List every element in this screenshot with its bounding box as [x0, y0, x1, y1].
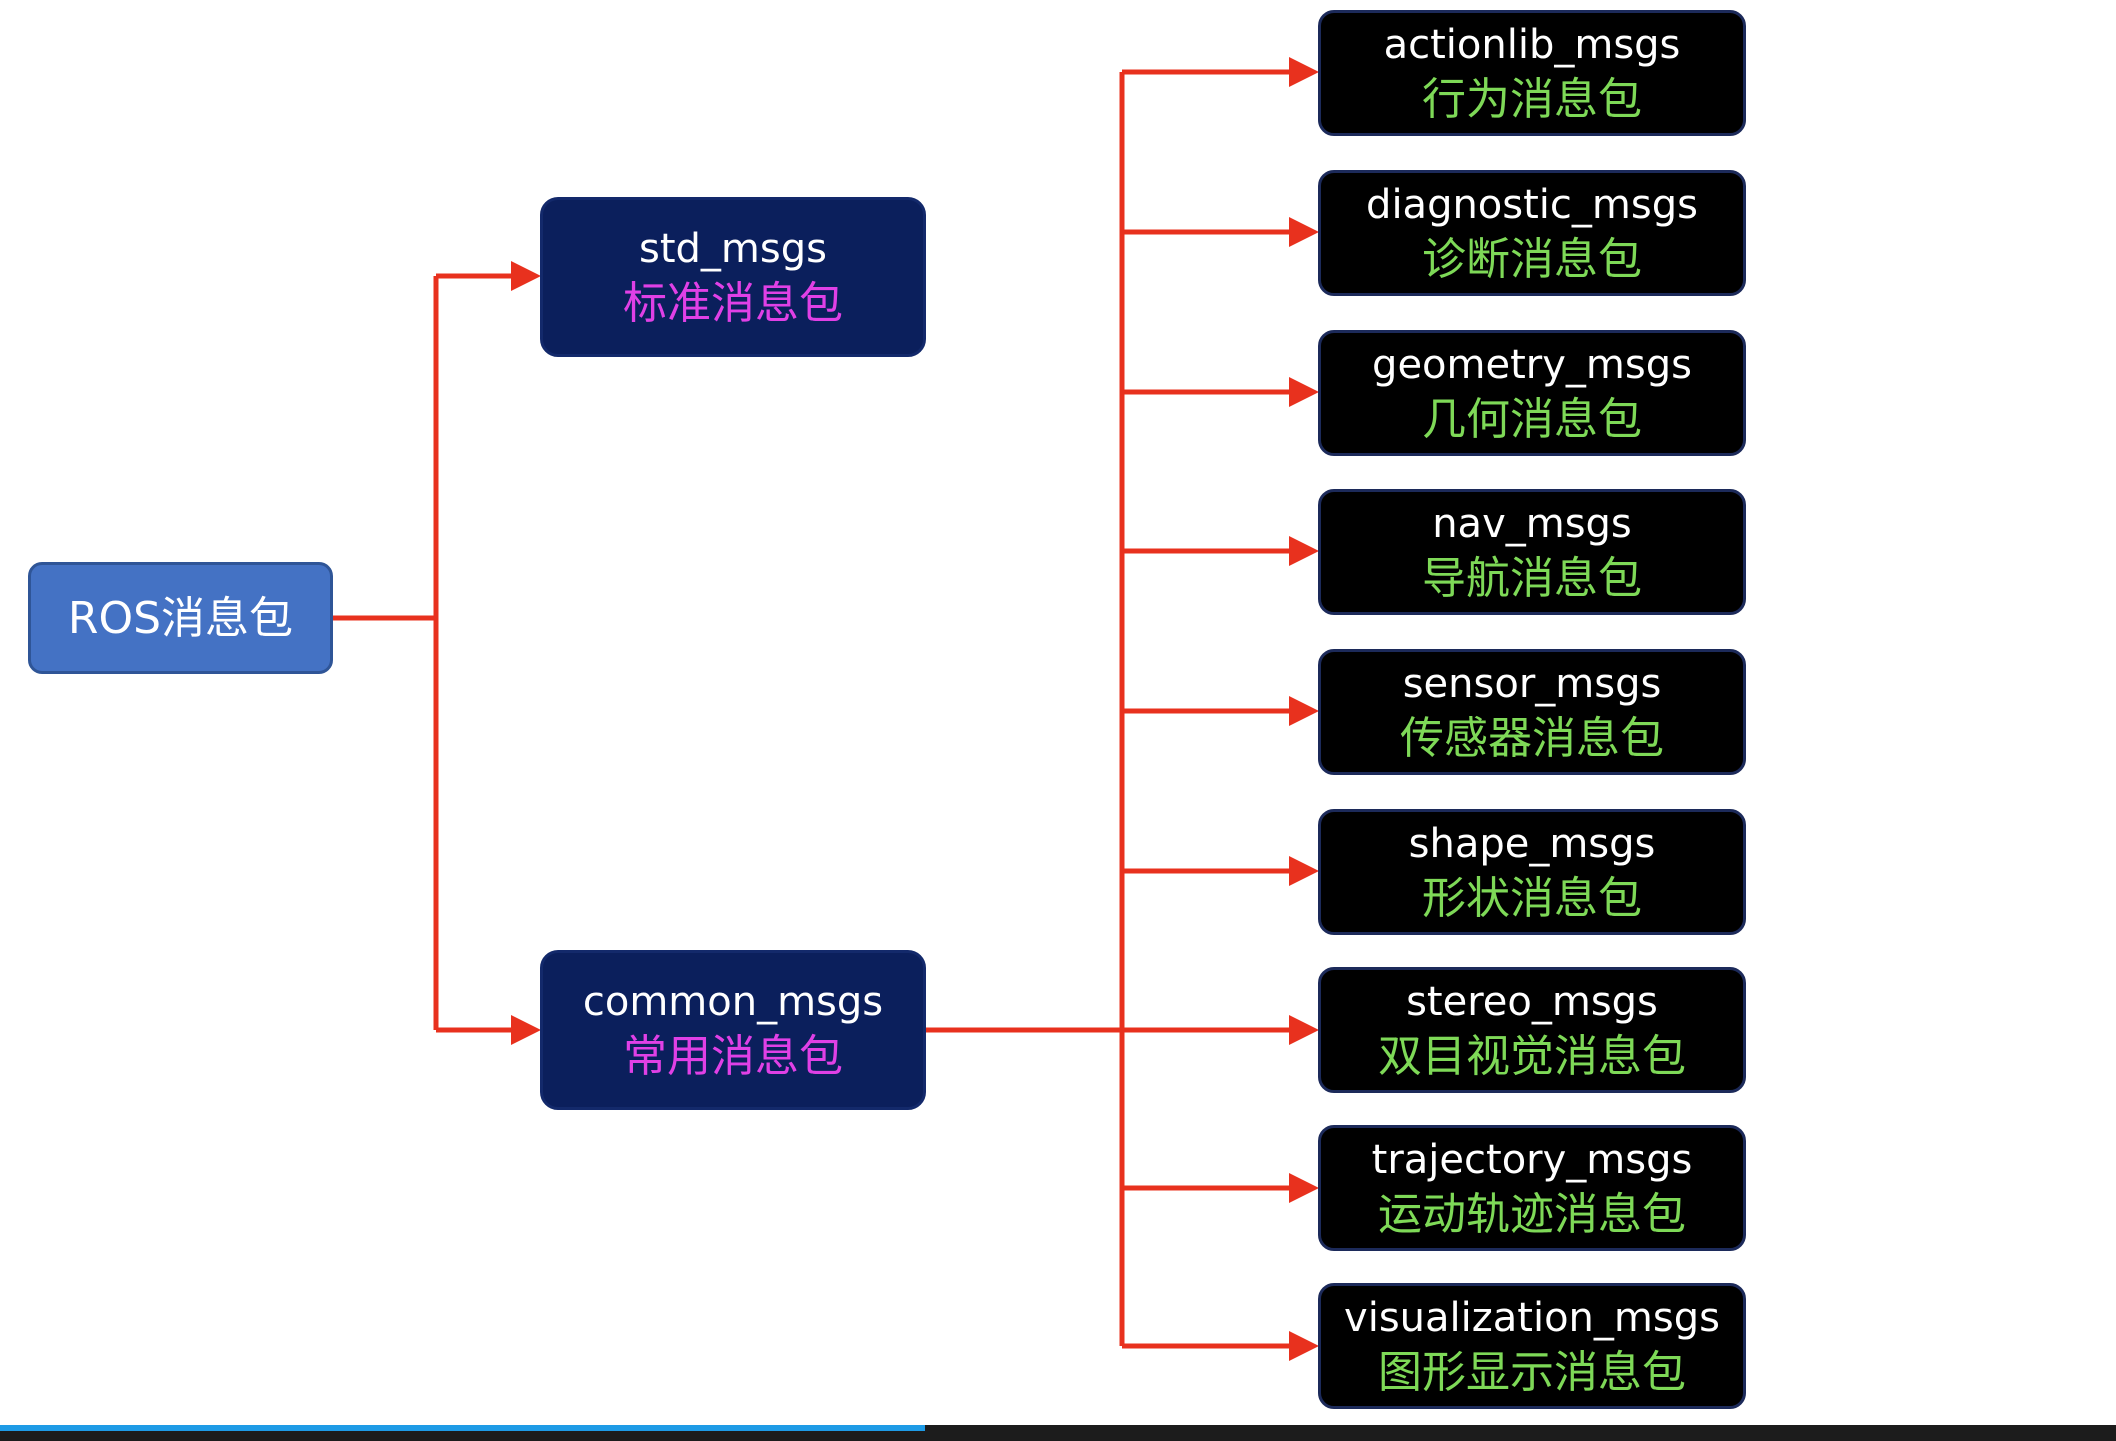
leaf-node-diagnostic-msgs: diagnostic_msgs 诊断消息包	[1318, 170, 1746, 296]
leaf-node-subtitle: 图形显示消息包	[1378, 1346, 1686, 1398]
leaf-node-subtitle: 几何消息包	[1422, 393, 1642, 445]
leaf-node-subtitle: 导航消息包	[1422, 552, 1642, 604]
branch-node-title: std_msgs	[639, 225, 827, 272]
leaf-node-stereo-msgs: stereo_msgs 双目视觉消息包	[1318, 967, 1746, 1093]
branch-node-subtitle: 标准消息包	[623, 277, 843, 329]
branch-node-subtitle: 常用消息包	[623, 1030, 843, 1082]
leaf-node-geometry-msgs: geometry_msgs 几何消息包	[1318, 330, 1746, 456]
video-progress-fill	[0, 1425, 925, 1431]
branch-node-common-msgs: common_msgs 常用消息包	[540, 950, 926, 1110]
leaf-node-title: nav_msgs	[1432, 500, 1632, 547]
leaf-node-title: trajectory_msgs	[1371, 1136, 1693, 1183]
leaf-node-subtitle: 形状消息包	[1422, 872, 1642, 924]
leaf-node-title: diagnostic_msgs	[1366, 181, 1698, 228]
root-node-label: ROS消息包	[67, 592, 294, 644]
leaf-node-subtitle: 运动轨迹消息包	[1378, 1188, 1686, 1240]
branch-node-title: common_msgs	[582, 978, 884, 1025]
leaf-node-title: geometry_msgs	[1372, 341, 1692, 388]
branch-node-std-msgs: std_msgs 标准消息包	[540, 197, 926, 357]
video-progress-bar[interactable]	[0, 1425, 2116, 1441]
leaf-node-subtitle: 诊断消息包	[1422, 233, 1642, 285]
root-node: ROS消息包	[28, 562, 333, 674]
leaf-node-subtitle: 传感器消息包	[1400, 712, 1664, 764]
leaf-node-title: sensor_msgs	[1402, 660, 1662, 707]
leaf-node-title: actionlib_msgs	[1383, 21, 1681, 68]
leaf-node-title: stereo_msgs	[1406, 978, 1658, 1025]
leaf-node-subtitle: 行为消息包	[1422, 73, 1642, 125]
leaf-node-nav-msgs: nav_msgs 导航消息包	[1318, 489, 1746, 615]
leaf-node-visualization-msgs: visualization_msgs 图形显示消息包	[1318, 1283, 1746, 1409]
leaf-node-subtitle: 双目视觉消息包	[1378, 1030, 1686, 1082]
leaf-node-sensor-msgs: sensor_msgs 传感器消息包	[1318, 649, 1746, 775]
leaf-node-trajectory-msgs: trajectory_msgs 运动轨迹消息包	[1318, 1125, 1746, 1251]
leaf-node-shape-msgs: shape_msgs 形状消息包	[1318, 809, 1746, 935]
leaf-node-actionlib-msgs: actionlib_msgs 行为消息包	[1318, 10, 1746, 136]
leaf-node-title: shape_msgs	[1408, 820, 1656, 867]
leaf-node-title: visualization_msgs	[1344, 1294, 1720, 1341]
